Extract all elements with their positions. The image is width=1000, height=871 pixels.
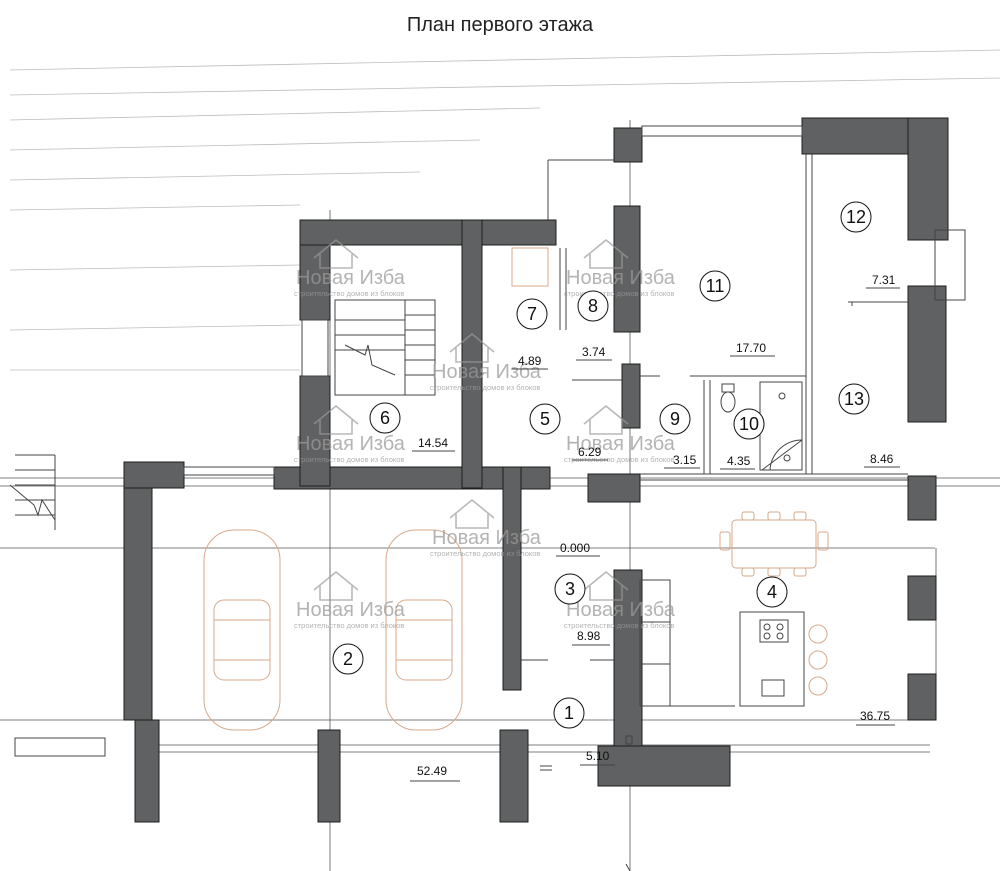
svg-text:9: 9 bbox=[670, 409, 680, 429]
dining-table bbox=[719, 511, 829, 577]
area-room-6: 14.54 bbox=[418, 436, 448, 450]
svg-text:строительство домов из блоков: строительство домов из блоков bbox=[294, 621, 404, 630]
misc-marks bbox=[540, 735, 633, 871]
background-guides bbox=[9, 49, 1000, 371]
area-room-11: 17.70 bbox=[736, 341, 766, 355]
area-hall: 8.98 bbox=[577, 629, 601, 643]
room-marker-9: 9 bbox=[659, 403, 691, 435]
svg-text:1: 1 bbox=[564, 703, 574, 723]
bathroom-fixtures bbox=[511, 247, 803, 471]
svg-text:строительство домов из блоков: строительство домов из блоков bbox=[294, 289, 404, 298]
level-mark: 0.000 bbox=[560, 541, 590, 555]
walls bbox=[123, 117, 949, 823]
svg-text:10: 10 bbox=[739, 414, 759, 434]
svg-text:8: 8 bbox=[588, 296, 598, 316]
svg-text:Новая Изба: Новая Изба bbox=[432, 527, 542, 549]
watermarks: Новая Изба строительство домов из блоков… bbox=[294, 238, 676, 630]
outer-stair bbox=[9, 454, 106, 757]
furniture bbox=[203, 247, 829, 731]
svg-text:2: 2 bbox=[343, 649, 353, 669]
area-labels: 52.49 5.10 8.98 36.75 6.29 3.15 4.35 8.4… bbox=[410, 273, 900, 782]
room-marker-8: 8 bbox=[577, 290, 609, 322]
car-left bbox=[203, 529, 281, 731]
plan-title: План первого этажа bbox=[406, 14, 594, 36]
area-living-kitchen: 36.75 bbox=[860, 709, 890, 723]
svg-text:Новая Изба: Новая Изба bbox=[296, 433, 406, 455]
svg-text:7: 7 bbox=[527, 304, 537, 324]
svg-text:строительство домов из блоков: строительство домов из блоков bbox=[564, 289, 674, 298]
svg-text:Новая Изба: Новая Изба bbox=[296, 599, 406, 621]
room-marker-1: 1 bbox=[553, 697, 585, 729]
room-marker-5: 5 bbox=[529, 403, 561, 435]
svg-text:11: 11 bbox=[706, 276, 725, 296]
svg-text:строительство домов из блоков: строительство домов из блоков bbox=[564, 455, 674, 464]
svg-text:строительство домов из блоков: строительство домов из блоков bbox=[430, 383, 540, 392]
kitchen-island bbox=[739, 611, 828, 707]
svg-text:Новая Изба: Новая Изба bbox=[566, 267, 676, 289]
svg-text:12: 12 bbox=[846, 207, 866, 227]
room-marker-7: 7 bbox=[516, 298, 548, 330]
inner-stair bbox=[334, 299, 436, 396]
svg-text:строительство домов из блоков: строительство домов из блоков bbox=[430, 549, 540, 558]
room-marker-2: 2 bbox=[332, 643, 364, 675]
area-room-10: 4.35 bbox=[727, 454, 751, 468]
svg-text:Новая Изба: Новая Изба bbox=[432, 361, 542, 383]
svg-text:5: 5 bbox=[540, 409, 550, 429]
area-garage: 52.49 bbox=[417, 764, 447, 778]
svg-text:13: 13 bbox=[844, 389, 864, 409]
area-room-13: 8.46 bbox=[870, 452, 894, 466]
area-room-12: 7.31 bbox=[872, 273, 896, 287]
room-marker-13: 13 bbox=[838, 383, 870, 415]
svg-text:4: 4 bbox=[767, 582, 777, 602]
room-marker-3: 3 bbox=[554, 573, 586, 605]
svg-text:строительство домов из блоков: строительство домов из блоков bbox=[564, 621, 674, 630]
area-entrance: 5.10 bbox=[586, 749, 610, 763]
room-marker-4: 4 bbox=[756, 576, 788, 608]
area-room-7: 4.89 bbox=[518, 354, 542, 368]
car-right bbox=[385, 529, 463, 731]
room-marker-10: 10 bbox=[733, 408, 765, 440]
room-marker-12: 12 bbox=[840, 201, 872, 233]
area-room-5: 6.29 bbox=[578, 445, 602, 459]
room-marker-11: 11 bbox=[699, 270, 731, 302]
svg-text:Новая Изба: Новая Изба bbox=[296, 267, 406, 289]
room-marker-6: 6 bbox=[369, 402, 401, 434]
svg-text:6: 6 bbox=[380, 408, 390, 428]
svg-text:Новая Изба: Новая Изба bbox=[566, 599, 676, 621]
svg-text:строительство домов из блоков: строительство домов из блоков bbox=[294, 455, 404, 464]
area-room-9: 3.15 bbox=[673, 453, 697, 467]
svg-text:3: 3 bbox=[565, 579, 575, 599]
room-markers: 1 2 3 4 5 6 7 8 9 10 11 12 13 bbox=[332, 201, 872, 729]
area-room-8: 3.74 bbox=[582, 345, 606, 359]
svg-text:Новая Изба: Новая Изба bbox=[566, 433, 676, 455]
